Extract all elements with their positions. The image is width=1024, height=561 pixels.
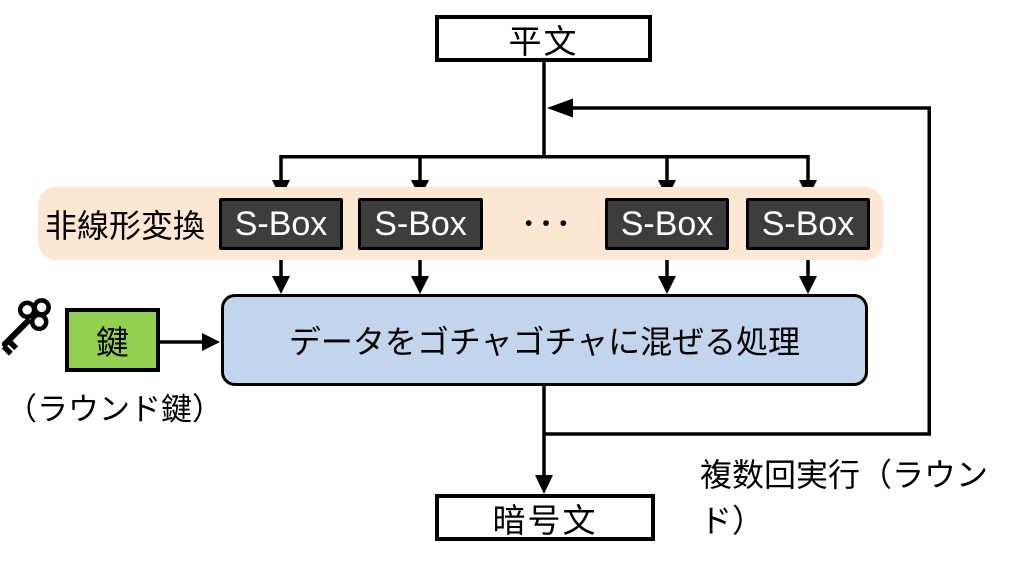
arrowhead-sbox-out-3 — [658, 276, 676, 294]
sbox-1-label: S-Box — [234, 204, 328, 243]
arrowhead-feedback — [547, 98, 573, 118]
ciphertext-label: 暗号文 — [492, 501, 598, 539]
sbox-ellipsis: ••• — [524, 212, 578, 235]
key-box: 鍵 — [65, 308, 160, 372]
loop-annotation: 複数回実行（ラウンド） — [700, 457, 989, 539]
plaintext-label: 平文 — [508, 22, 579, 60]
sbox-3-label: S-Box — [620, 204, 714, 243]
mix-process-label: データをゴチャゴチャに混ぜる処理 — [288, 324, 801, 360]
nonlinear-label: 非線形変換 — [45, 207, 206, 244]
sbox-4-label: S-Box — [761, 204, 855, 243]
key-label: 鍵 — [96, 324, 129, 361]
arrowhead-sbox-out-1 — [272, 276, 290, 294]
arrowhead-output — [535, 475, 553, 494]
mix-process-box: データをゴチャゴチャに混ぜる処理 — [221, 294, 868, 386]
sbox-1: S-Box — [219, 198, 343, 250]
arrowhead-key — [202, 333, 220, 351]
sbox-4: S-Box — [746, 198, 870, 250]
wire-feedback-loop — [544, 106, 931, 436]
sbox-3: S-Box — [605, 198, 729, 250]
key-icon — [2, 298, 51, 356]
arrowhead-sbox-out-4 — [799, 276, 817, 294]
round-key-label: （ラウンド鍵） — [6, 392, 223, 427]
sbox-2: S-Box — [358, 198, 483, 250]
ciphertext-box: 暗号文 — [435, 494, 655, 541]
arrowhead-sbox-out-2 — [411, 276, 429, 294]
sbox-2-label: S-Box — [374, 204, 467, 243]
plaintext-box: 平文 — [435, 15, 652, 62]
